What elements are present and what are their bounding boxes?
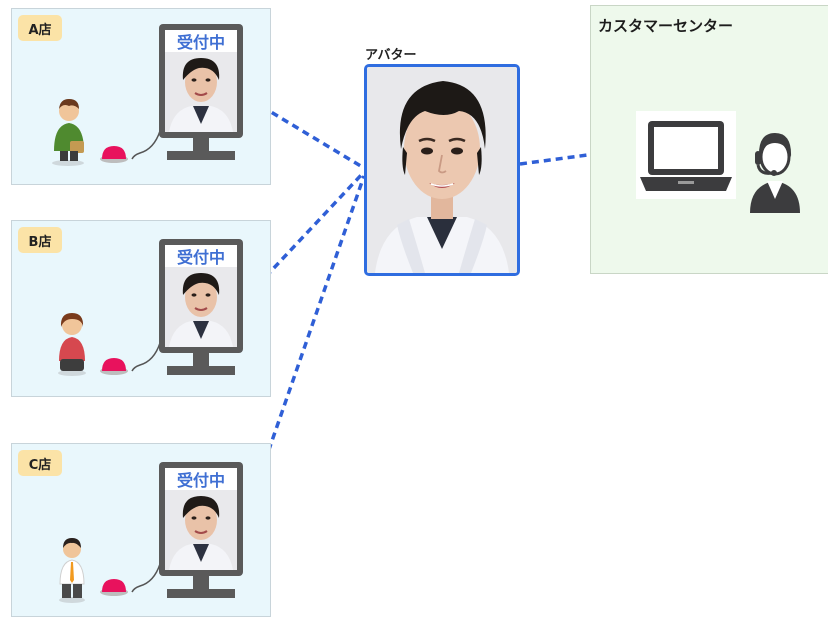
avatar-face-icon: [165, 267, 237, 347]
call-button-icon: [100, 130, 161, 163]
avatar-face-icon: [367, 67, 517, 273]
customer-icon: [58, 313, 86, 376]
avatar-face-icon: [165, 52, 237, 132]
avatar-caption: アバター: [365, 48, 417, 63]
reception-kiosk: 受付中: [159, 239, 243, 378]
kiosk-screen: 受付中: [165, 245, 237, 347]
store-badge: A店: [18, 15, 62, 41]
customer-icon: [52, 99, 84, 166]
store-badge: B店: [18, 227, 62, 253]
kiosk-status-label: 受付中: [165, 468, 237, 490]
avatar-face-icon: [165, 490, 237, 570]
reception-kiosk: 受付中: [159, 24, 243, 163]
call-button-icon: [100, 563, 161, 596]
store-badge: C店: [18, 450, 62, 476]
store-panel-c: C店 受付中: [11, 443, 271, 617]
kiosk-status-label: 受付中: [165, 245, 237, 267]
customer-icon: [59, 538, 85, 603]
customer-center-panel: カスタマーセンター: [590, 5, 828, 274]
operator-icon: [750, 133, 800, 213]
kiosk-screen: 受付中: [165, 30, 237, 132]
store-panel-a: A店 受付中: [11, 8, 271, 185]
avatar-portrait: [364, 64, 520, 276]
kiosk-screen: 受付中: [165, 468, 237, 570]
call-button-icon: [100, 342, 161, 375]
kiosk-status-label: 受付中: [165, 30, 237, 52]
store-panel-b: B店 受付中: [11, 220, 271, 397]
customer-center-title: カスタマーセンター: [598, 17, 734, 35]
reception-kiosk: 受付中: [159, 462, 243, 601]
laptop-icon: [636, 111, 736, 199]
